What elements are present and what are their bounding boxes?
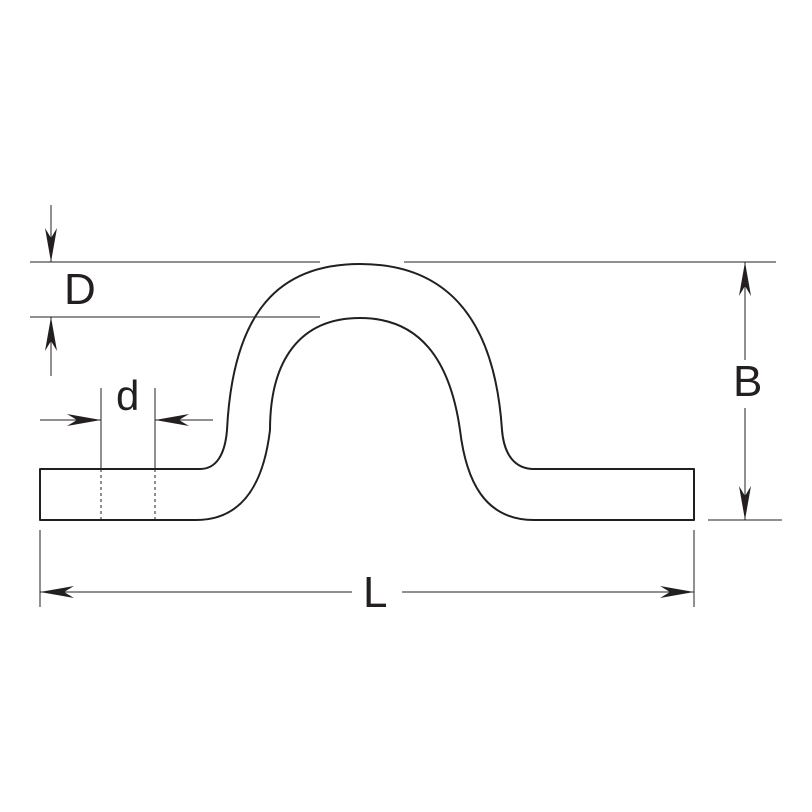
strap-outline [39, 263, 695, 521]
dimension-label-B: B [733, 357, 762, 406]
d-thickness-arrow-down [45, 228, 57, 262]
dimension-label-d: d [116, 372, 139, 419]
hole-arrow-left [155, 414, 189, 426]
height-arrow-down [739, 486, 751, 520]
d-thickness-arrow-up [45, 317, 57, 351]
hole-arrow-right [67, 414, 101, 426]
dimension-label-D: D [64, 265, 96, 314]
dimension-label-L: L [363, 568, 387, 617]
length-arrow-right [660, 586, 694, 598]
length-arrow-left [40, 586, 74, 598]
height-arrow-up [739, 262, 751, 296]
